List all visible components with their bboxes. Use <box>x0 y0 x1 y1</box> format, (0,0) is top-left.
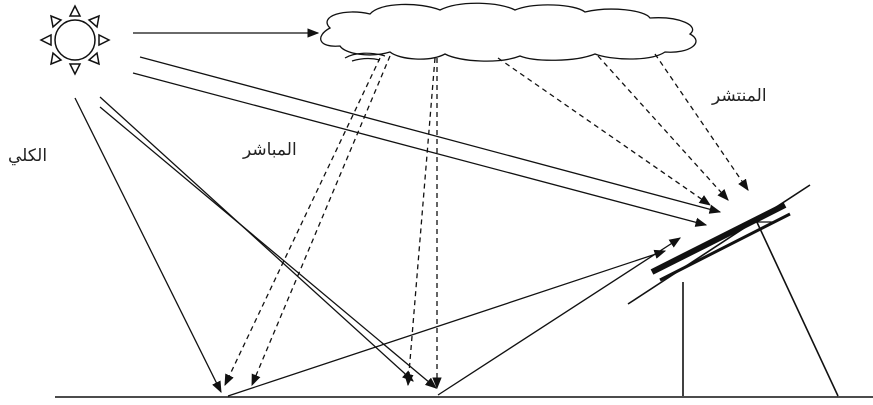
diffuse-ray-arrows <box>225 54 748 388</box>
label-direct-radiation: المباشر <box>243 140 297 160</box>
reflected-ray-arrows <box>228 238 680 396</box>
sun-icon <box>41 6 109 74</box>
label-global-radiation: الكلي <box>8 146 47 166</box>
cloud-icon <box>321 3 696 61</box>
direct-beam-arrows <box>133 57 720 225</box>
solar-panel-icon <box>628 185 838 396</box>
label-diffuse-radiation: المنتشر <box>712 86 767 106</box>
